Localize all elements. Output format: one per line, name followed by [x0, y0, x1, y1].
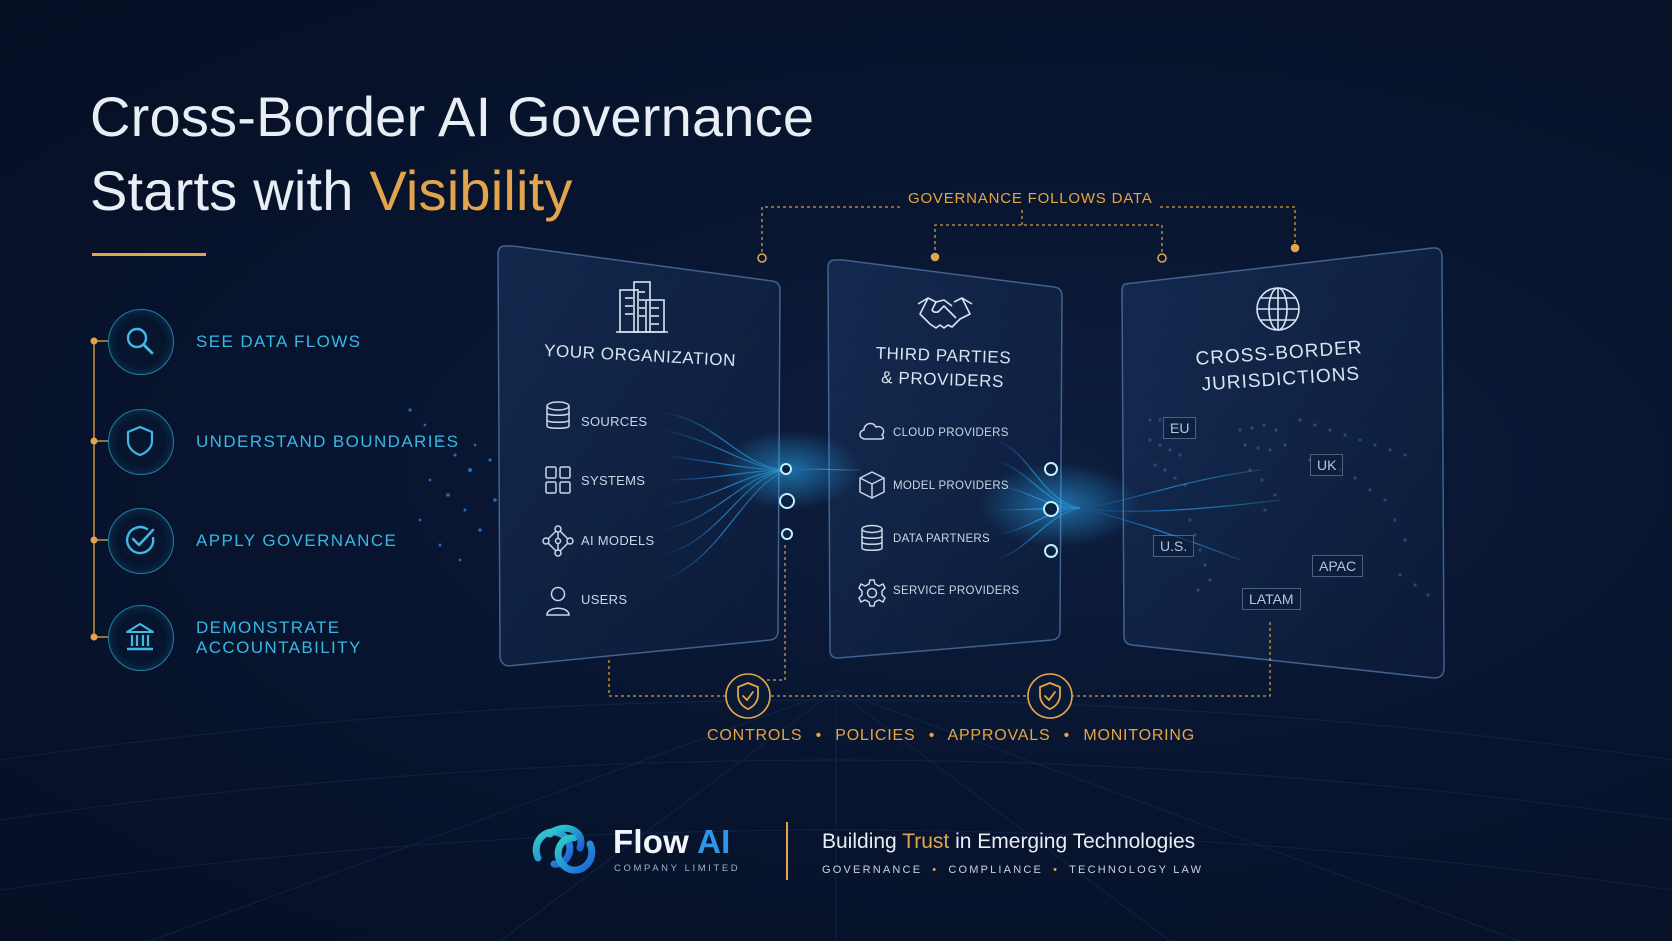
tp-item-data-partners: DATA PARTNERS [893, 533, 990, 545]
controls-item: MONITORING [1083, 727, 1196, 744]
feature-ring [108, 409, 174, 475]
governance-bracket-nodes [757, 243, 1300, 263]
tp-item-service-providers: SERVICE PROVIDERS [893, 585, 1020, 597]
brand-divider [786, 822, 788, 880]
handshake-icon [917, 297, 973, 329]
tagline-items: GOVERNANCE•COMPLIANCE•TECHNOLOGY LAW [822, 864, 1204, 876]
controls-item: CONTROLS [707, 727, 803, 744]
title-underline [92, 253, 206, 256]
tagline-prefix: Building [822, 830, 903, 853]
feature-see-data-flows: SEE DATA FLOWS [108, 309, 528, 375]
governance-follows-data: GOVERNANCE FOLLOWS DATA [908, 190, 1153, 207]
feature-ring [108, 309, 174, 375]
tagline-item: COMPLIANCE [948, 864, 1044, 876]
feature-label-line1: DEMONSTRATE [196, 618, 341, 637]
feature-ring [108, 508, 174, 574]
controls-item: APPROVALS [947, 727, 1051, 744]
headline-line2: Starts with Visibility [90, 154, 814, 228]
controls-list: CONTROLS • POLICIES • APPROVALS • MONITO… [707, 727, 1196, 744]
org-item-systems: SYSTEMS [581, 473, 646, 488]
grid-icon [545, 466, 571, 494]
feature-understand-boundaries: UNDERSTAND BOUNDARIES [108, 409, 528, 475]
controls-item: POLICIES [835, 727, 916, 744]
shield-check-icon [1039, 682, 1061, 710]
tagline-item: TECHNOLOGY LAW [1069, 864, 1204, 876]
tagline-item: GOVERNANCE [822, 864, 923, 876]
knot-logo-icon [532, 824, 596, 874]
brand-subtitle: COMPANY LIMITED [614, 863, 741, 874]
org-item-ai-models: AI MODELS [581, 533, 655, 548]
check-circle-icon [126, 525, 155, 555]
region-apac: APAC [1312, 555, 1364, 577]
flow-nodes [779, 462, 1059, 558]
flow-glow-right [980, 463, 1140, 547]
tp-item-cloud-providers: CLOUD PROVIDERS [893, 427, 1009, 439]
feature-label: APPLY GOVERNANCE [196, 531, 398, 550]
brand-name-main: Flow [613, 823, 689, 860]
region-latam: LATAM [1242, 588, 1301, 610]
headline-accent: Visibility [369, 159, 573, 222]
database-icon [546, 401, 570, 429]
cloud-icon [859, 422, 885, 440]
shield-check-icon [737, 682, 759, 710]
feature-label: DEMONSTRATE ACCOUNTABILITY [196, 618, 362, 658]
feature-label-line2: ACCOUNTABILITY [196, 638, 362, 657]
magnifier-icon [126, 327, 154, 355]
institution-icon [126, 623, 154, 651]
panel-organization [497, 245, 781, 667]
headline-line1: Cross-Border AI Governance [90, 85, 815, 148]
headline: Cross-Border AI Governance Starts with V… [90, 80, 814, 228]
org-item-users: USERS [581, 592, 628, 607]
cube-icon [859, 471, 885, 499]
region-uk: UK [1310, 454, 1344, 476]
control-shields [725, 673, 1073, 719]
region-eu: EU [1163, 417, 1197, 439]
brand-name: Flow AI [613, 823, 731, 861]
feature-connector [90, 337, 108, 641]
gear-icon [858, 579, 886, 607]
panel-jurisdictions [1121, 247, 1445, 679]
tp-item-model-providers: MODEL PROVIDERS [893, 480, 1009, 492]
feature-demonstrate-accountability: DEMONSTRATE ACCOUNTABILITY [108, 605, 528, 671]
feature-label: UNDERSTAND BOUNDARIES [196, 432, 460, 451]
panel-third-parties-title: THIRD PARTIES & PROVIDERS [842, 341, 1044, 396]
org-item-sources: SOURCES [581, 414, 648, 429]
brand-name-accent: AI [697, 823, 731, 860]
globe-icon [1256, 287, 1300, 331]
tagline-suffix: in Emerging Technologies [949, 830, 1196, 853]
headline-line2-prefix: Starts with [90, 159, 370, 222]
feature-apply-governance: APPLY GOVERNANCE [108, 508, 528, 574]
network-icon [542, 525, 574, 557]
building-icon [616, 281, 668, 333]
database-icon [861, 524, 883, 551]
user-icon [546, 586, 570, 616]
tagline: Building Trust in Emerging Technologies [822, 830, 1195, 854]
region-us: U.S. [1153, 535, 1195, 557]
panel-third-parties [827, 259, 1063, 659]
tagline-accent: Trust [902, 830, 950, 853]
governance-bracket [761, 206, 1296, 258]
shield-icon [126, 425, 154, 457]
feature-ring [108, 605, 174, 671]
feature-label: SEE DATA FLOWS [196, 332, 362, 351]
incoming-particles [408, 408, 497, 562]
floor-grid [0, 689, 1672, 941]
